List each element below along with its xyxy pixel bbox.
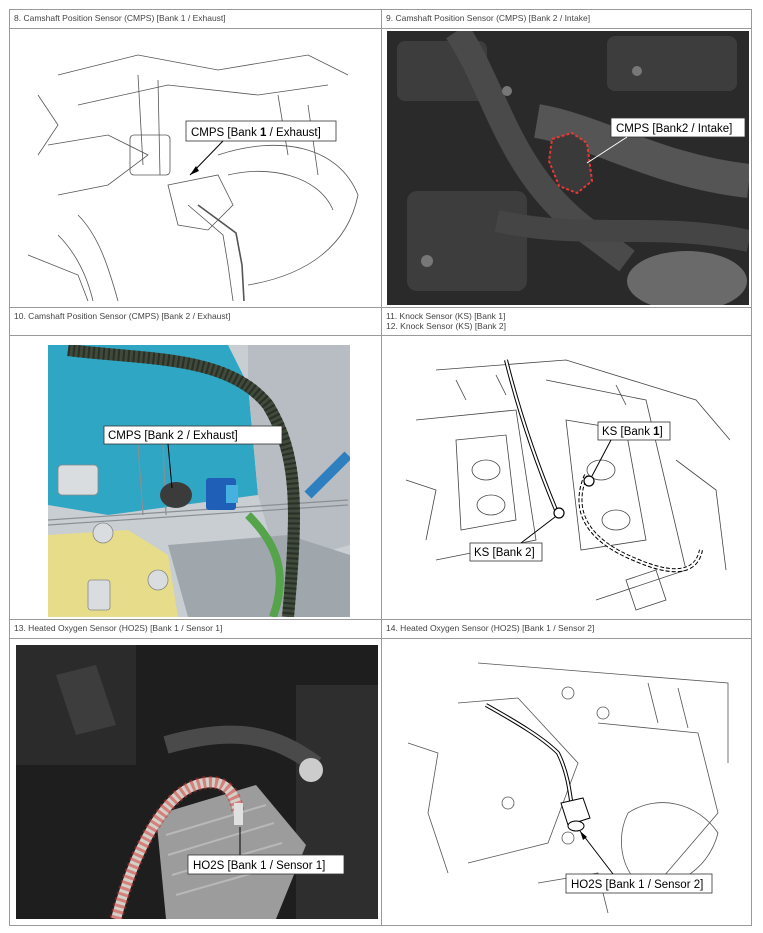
- panel-8-label-post: / Exhaust]: [266, 127, 320, 139]
- svg-text:KS [Bank 1]: KS [Bank 1]: [602, 426, 663, 438]
- panel-13-header: 13. Heated Oxygen Sensor (HO2S) [Bank 1 …: [10, 620, 382, 639]
- panel-8-illustration: CMPS [Bank 1 / Exhaust]: [18, 35, 374, 301]
- panel-11-12-image-cell: KS [Bank 1] KS [Bank 2]: [382, 336, 752, 620]
- panel-13-image-cell: HO2S [Bank 1 / Sensor 1]: [10, 639, 382, 925]
- panel-8-label-bold: 1: [260, 127, 267, 139]
- panel-10-render: CMPS [Bank 2 / Exhaust]: [48, 345, 350, 617]
- panel-11-12-header: 11. Knock Sensor (KS) [Bank 1] 12. Knock…: [382, 308, 752, 336]
- panel-10-image-cell: CMPS [Bank 2 / Exhaust]: [10, 336, 382, 620]
- panel-13-label: HO2S [Bank 1 / Sensor 1]: [193, 860, 325, 872]
- panel-11-12-illustration: KS [Bank 1] KS [Bank 2]: [396, 340, 730, 614]
- panel-10-header: 10. Camshaft Position Sensor (CMPS) [Ban…: [10, 308, 382, 336]
- panel-11-label-pre: KS [Bank: [602, 426, 653, 438]
- panel-13-photo: HO2S [Bank 1 / Sensor 1]: [16, 645, 378, 919]
- panel-10-title: 10. Camshaft Position Sensor (CMPS) [Ban…: [14, 311, 231, 321]
- procedure-sheet: 8. Camshaft Position Sensor (CMPS) [Bank…: [9, 9, 752, 926]
- panel-14-image-cell: HO2S [Bank 1 / Sensor 2]: [382, 639, 752, 925]
- panel-14-title: 14. Heated Oxygen Sensor (HO2S) [Bank 1 …: [386, 623, 595, 633]
- panel-11-label-bold: 1: [653, 426, 660, 438]
- panel-8-title: 8. Camshaft Position Sensor (CMPS) [Bank…: [14, 13, 226, 23]
- panel-14-label: HO2S [Bank 1 / Sensor 2]: [571, 879, 703, 891]
- panel-12-label: KS [Bank 2]: [474, 547, 535, 559]
- panel-9-title: 9. Camshaft Position Sensor (CMPS) [Bank…: [386, 13, 591, 23]
- svg-text:CMPS [Bank 1 / Exhaust]: CMPS [Bank 1 / Exhaust]: [191, 127, 321, 139]
- panel-13-title: 13. Heated Oxygen Sensor (HO2S) [Bank 1 …: [14, 623, 223, 633]
- panel-9-image-cell: CMPS [Bank2 / Intake]: [382, 29, 752, 308]
- panel-8-label-pre: CMPS [Bank: [191, 127, 260, 139]
- panel-11-title: 11. Knock Sensor (KS) [Bank 1]: [386, 311, 506, 321]
- panel-14-illustration: HO2S [Bank 1 / Sensor 2]: [398, 643, 738, 919]
- panel-9-header: 9. Camshaft Position Sensor (CMPS) [Bank…: [382, 10, 752, 29]
- panel-11-label-post: ]: [660, 426, 663, 438]
- panel-12-title: 12. Knock Sensor (KS) [Bank 2]: [386, 321, 507, 331]
- panel-8-image-cell: CMPS [Bank 1 / Exhaust]: [10, 29, 382, 308]
- panel-10-label: CMPS [Bank 2 / Exhaust]: [108, 430, 238, 442]
- panel-14-header: 14. Heated Oxygen Sensor (HO2S) [Bank 1 …: [382, 620, 752, 639]
- panel-8-header: 8. Camshaft Position Sensor (CMPS) [Bank…: [10, 10, 382, 29]
- panel-9-photo: CMPS [Bank2 / Intake]: [387, 31, 749, 305]
- panel-9-label: CMPS [Bank2 / Intake]: [616, 123, 732, 135]
